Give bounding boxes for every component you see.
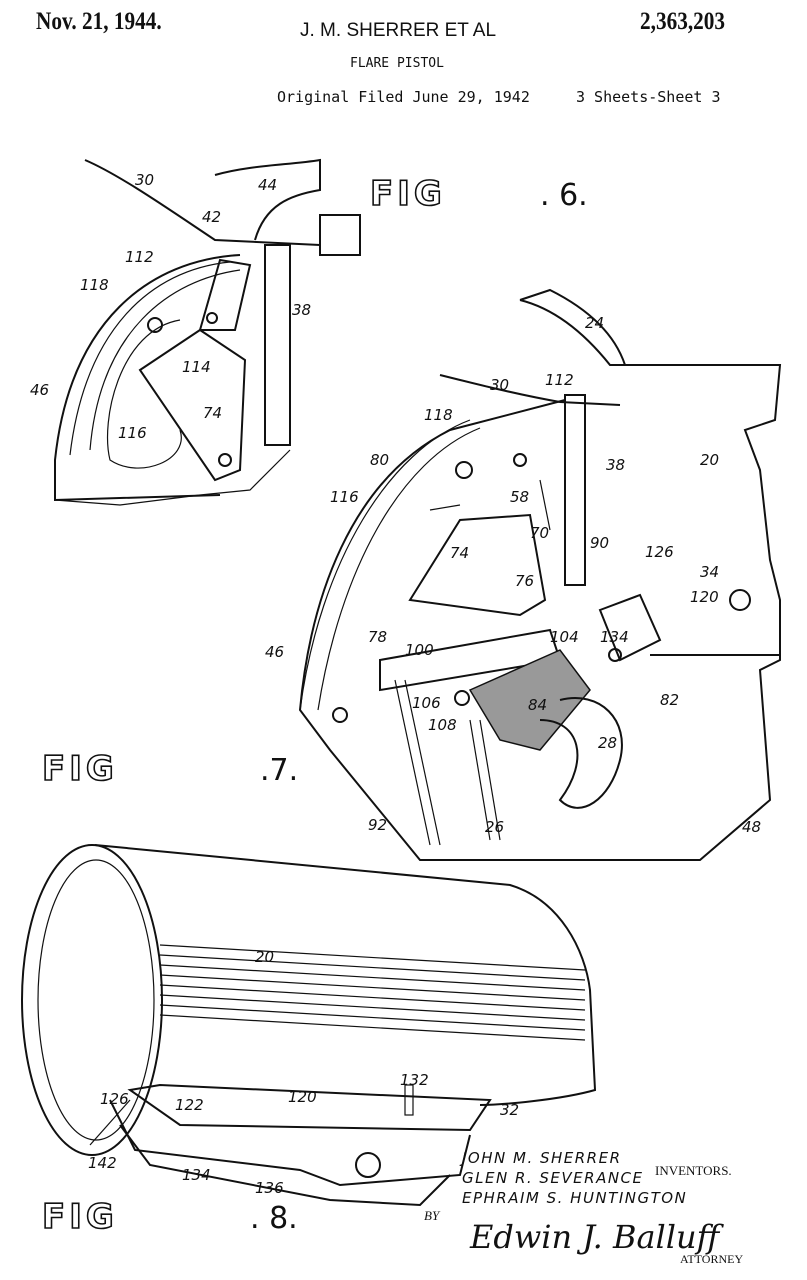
reference-numeral: 58 [510,488,529,506]
reference-numeral: 20 [700,451,719,469]
reference-numeral: 122 [175,1096,204,1114]
reference-numeral: 100 [405,641,434,659]
reference-numeral: 108 [428,716,457,734]
reference-numeral: 104 [550,628,579,646]
reference-numeral: 38 [606,456,625,474]
reference-numeral: 30 [490,376,509,394]
inventor-header: J. M. SHERRER ET AL [300,20,497,41]
reference-numeral: 34 [700,563,719,581]
figure-8-drawing [21,844,597,1207]
figure-8-label: FIG [42,1197,118,1237]
reference-numeral: 114 [182,358,211,376]
reference-numeral: 118 [424,406,453,424]
reference-numeral: 84 [528,696,547,714]
filing-date: Original Filed June 29, 1942 [277,88,530,106]
reference-numeral: 26 [485,818,504,836]
figure-6-drawing [54,158,361,506]
reference-numeral: 74 [203,404,222,422]
patent-date: Nov. 21, 1944. [36,8,162,35]
patent-number: 2,363,203 [640,8,725,35]
figure-6-number: . 6. [540,178,588,213]
reference-numeral: 116 [118,424,147,442]
reference-numeral: 70 [530,524,549,542]
inventor-name: GLEN R. SEVERANCE [462,1169,644,1187]
reference-numeral: 118 [80,276,109,294]
inventor-name: EPHRAIM S. HUNTINGTON [462,1189,688,1207]
reference-numeral: 120 [288,1088,317,1106]
figure-7-reference-numerals: 24 30 112 118 38 20 80 58 116 70 90 126 … [265,314,761,836]
inventor-names: JOHN M. SHERRER GLEN R. SEVERANCE EPHRAI… [462,1148,687,1208]
reference-numeral: 46 [30,381,49,399]
reference-numeral: 44 [258,176,277,194]
reference-numeral: 92 [368,816,387,834]
by-label: BY [424,1208,440,1223]
reference-numeral: 90 [590,534,609,552]
reference-numeral: 38 [292,301,311,319]
figure-7-label: FIG [42,749,118,789]
reference-numeral: 136 [255,1179,284,1197]
reference-numeral: 76 [515,572,534,590]
patent-title: FLARE PISTOL [350,56,444,71]
attorney-signature: Edwin J. Balluff [470,1218,720,1256]
reference-numeral: 24 [585,314,604,332]
figure-8-number: . 8. [250,1201,298,1236]
figure-7-drawing [298,288,782,861]
reference-numeral: 30 [135,171,154,189]
reference-numeral: 126 [645,543,674,561]
reference-numeral: 134 [600,628,629,646]
reference-numeral: 106 [412,694,441,712]
inventors-label: INVENTORS. [655,1163,732,1178]
reference-numeral: 112 [545,371,574,389]
reference-numeral: 80 [370,451,389,469]
reference-numeral: 42 [202,208,221,226]
figure-6-reference-numerals: 30 44 42 112 118 38 114 46 74 116 [30,171,311,442]
reference-numeral: 116 [330,488,359,506]
reference-numeral: 28 [598,734,617,752]
reference-numeral: 120 [690,588,719,606]
reference-numeral: 134 [182,1166,211,1184]
inventor-name: JOHN M. SHERRER [462,1149,622,1167]
reference-numeral: 32 [500,1101,519,1119]
reference-numeral: 82 [660,691,679,709]
sheet-count: 3 Sheets-Sheet 3 [576,88,721,106]
reference-numeral: 48 [742,818,761,836]
reference-numeral: 126 [100,1090,129,1108]
reference-numeral: 20 [255,948,274,966]
reference-numeral: 132 [400,1071,429,1089]
figure-6-label: FIG [370,174,446,214]
reference-numeral: 112 [125,248,154,266]
reference-numeral: 46 [265,643,284,661]
reference-numeral: 78 [368,628,387,646]
reference-numeral: 74 [450,544,469,562]
reference-numeral: 142 [88,1154,117,1172]
attorney-label: ATTORNEY [680,1252,744,1266]
figure-7-number: .7. [260,753,298,788]
figure-8-reference-numerals: 20 132 126 122 120 32 142 134 136 [88,948,519,1197]
